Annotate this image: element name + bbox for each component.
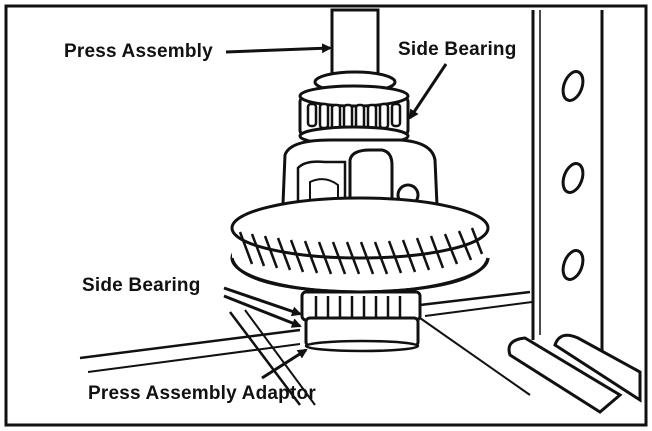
bottom-side-bearing xyxy=(300,290,422,322)
adaptor-arrow xyxy=(261,348,308,380)
figure-border xyxy=(4,4,648,427)
press-assembly-adaptor-label: Press Assembly Adaptor xyxy=(88,383,316,404)
press-assembly-label: Press Assembly xyxy=(64,41,213,62)
side-bearing-bottom-arrow-2 xyxy=(223,294,302,328)
frame-hole xyxy=(561,70,585,102)
press-base-rods xyxy=(507,333,642,414)
side-bearing-top-arrow xyxy=(408,63,448,120)
press-ram xyxy=(313,8,397,94)
ring-gear xyxy=(230,196,491,294)
press-adaptor-block xyxy=(304,316,420,353)
press-assembly-arrow xyxy=(225,43,332,54)
press-bed xyxy=(79,290,533,406)
side-bearing-bottom-arrow-1 xyxy=(223,286,302,317)
press-frame-upright xyxy=(531,10,604,360)
side-bearing-top-label: Side Bearing xyxy=(398,39,517,60)
frame-hole xyxy=(561,249,585,281)
callout-arrows xyxy=(223,43,448,380)
side-bearing-bottom-label: Side Bearing xyxy=(82,275,201,296)
top-side-bearing xyxy=(298,84,410,147)
frame-hole xyxy=(561,162,585,194)
